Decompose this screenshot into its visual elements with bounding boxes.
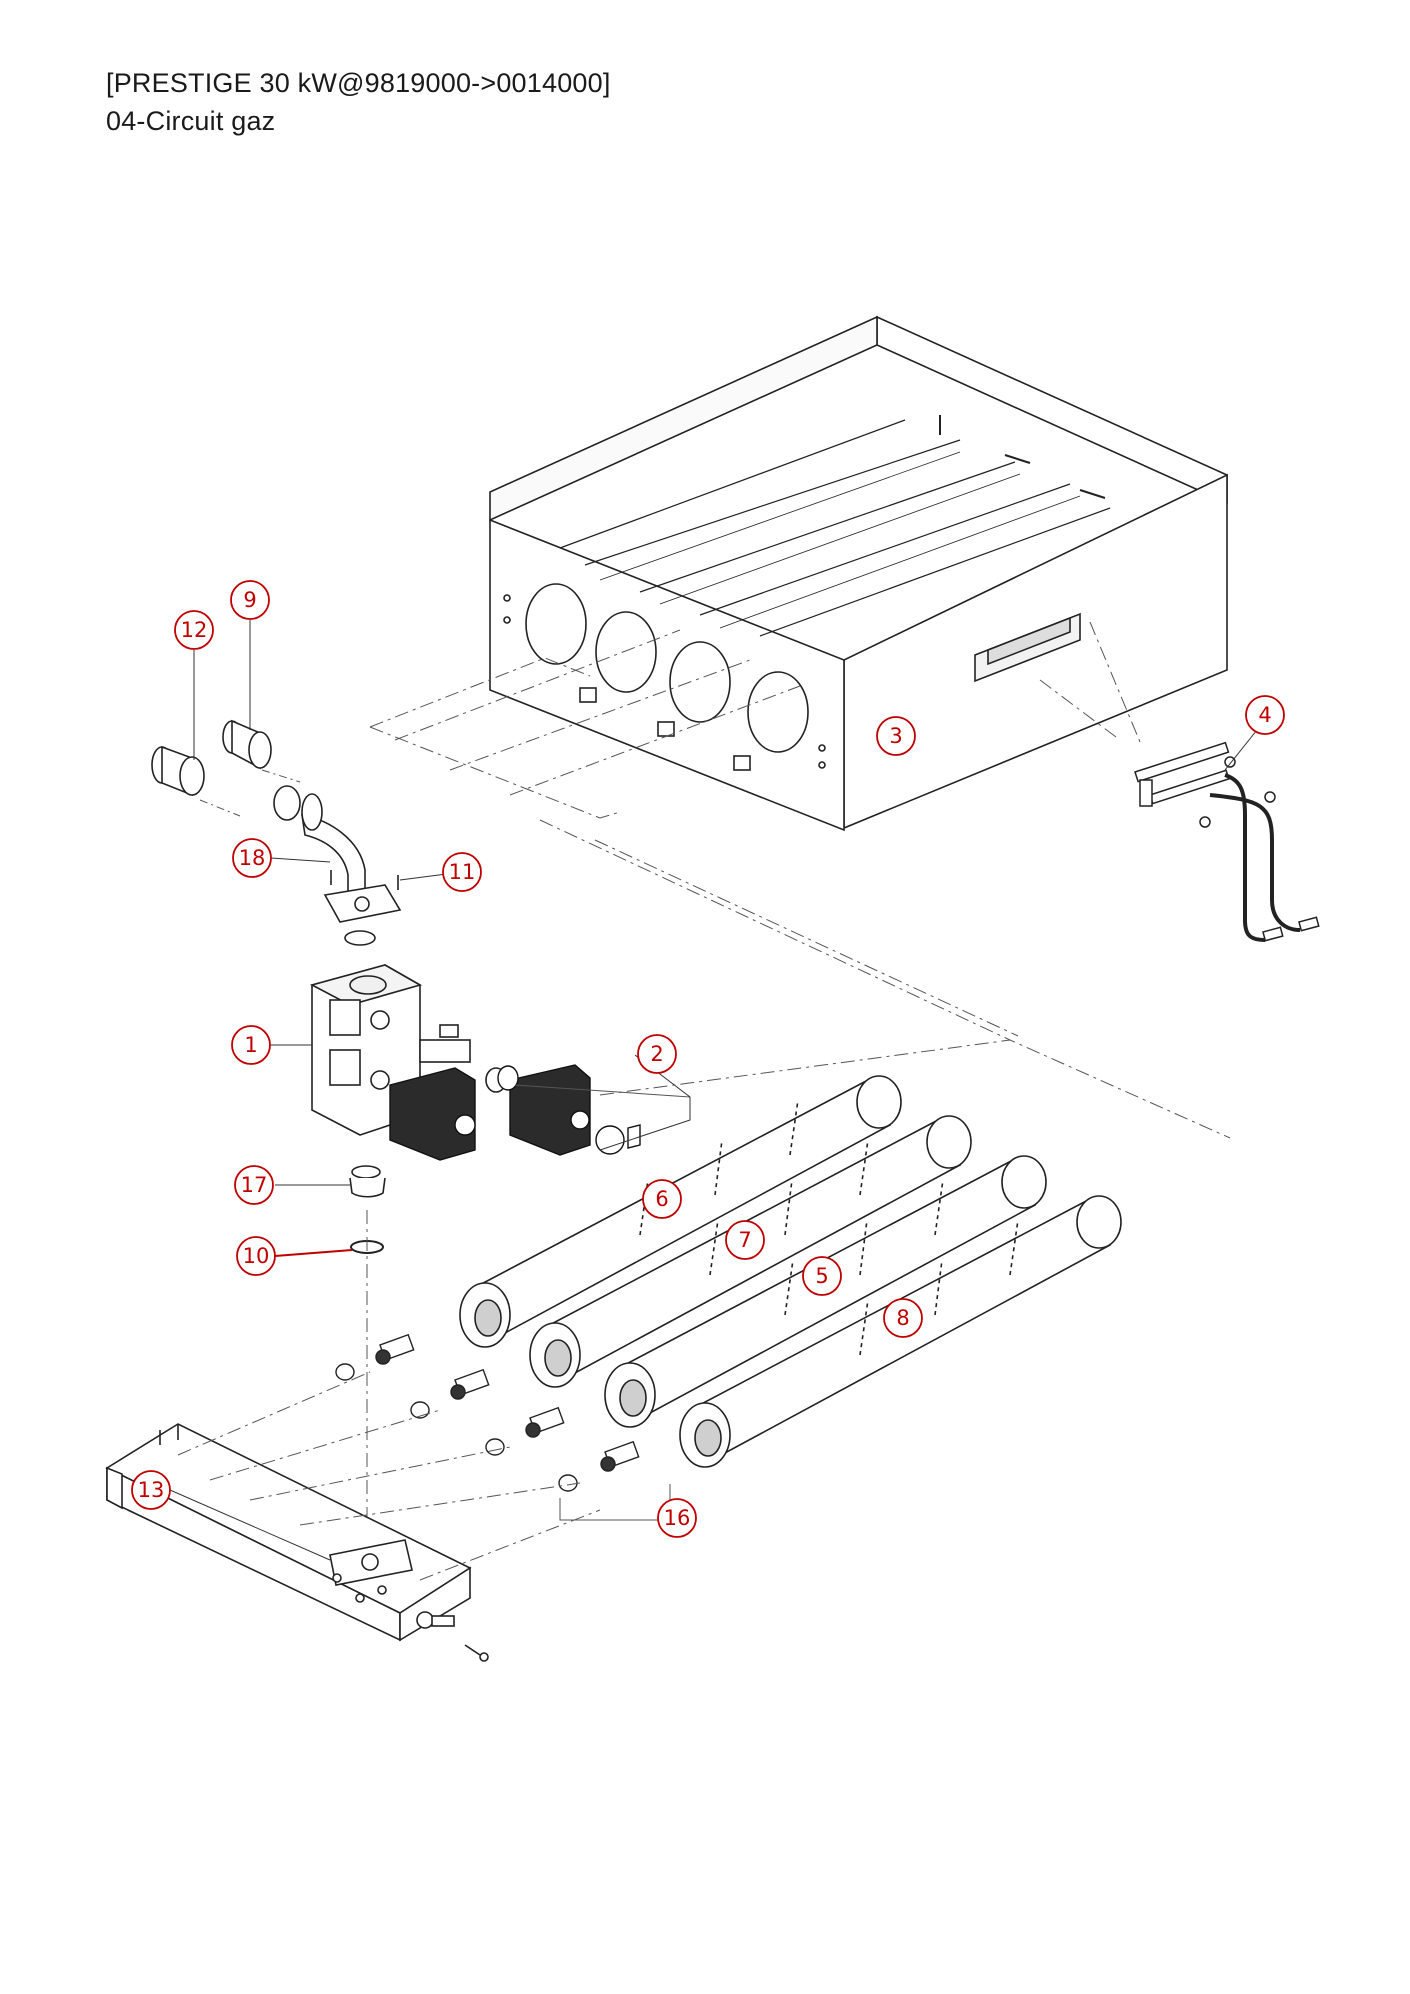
callout-11: 11 — [442, 852, 482, 892]
callout-13: 13 — [131, 1470, 171, 1510]
svg-text:16: 16 — [664, 1506, 691, 1530]
svg-text:4: 4 — [1258, 703, 1271, 727]
svg-text:8: 8 — [896, 1306, 909, 1330]
burner-box — [489, 315, 1228, 832]
svg-text:1: 1 — [244, 1033, 257, 1057]
alignment-lines-manifold — [177, 1371, 601, 1581]
alignment-lines-box — [369, 621, 1231, 1139]
callout-6: 6 — [642, 1179, 682, 1219]
callout-17: 17 — [234, 1165, 274, 1205]
svg-text:7: 7 — [738, 1228, 751, 1252]
svg-text:3: 3 — [889, 724, 902, 748]
ignition-electrode — [1134, 741, 1320, 942]
callout-10: 10 — [236, 1236, 276, 1276]
burner-tube-6 — [459, 1075, 902, 1348]
callout-5: 5 — [802, 1256, 842, 1296]
callout-7: 7 — [725, 1220, 765, 1260]
svg-text:9: 9 — [243, 588, 256, 612]
injectors — [335, 1333, 671, 1521]
svg-text:12: 12 — [181, 618, 208, 642]
page-subtitle: 04-Circuit gaz — [106, 106, 276, 136]
svg-text:2: 2 — [650, 1042, 663, 1066]
svg-text:5: 5 — [815, 1264, 828, 1288]
callout-1: 1 — [231, 1025, 271, 1065]
svg-text:10: 10 — [243, 1244, 270, 1268]
svg-text:11: 11 — [449, 860, 476, 884]
gas-inlet-fittings — [151, 719, 402, 946]
callout-9: 9 — [230, 580, 270, 620]
solenoid-coils — [389, 1064, 691, 1161]
callout-8: 8 — [883, 1298, 923, 1338]
callout-leaders — [169, 620, 1258, 1561]
page-title: [PRESTIGE 30 kW@9819000->0014000] — [106, 68, 611, 98]
callout-18: 18 — [232, 838, 272, 878]
callout-3: 3 — [876, 716, 916, 756]
svg-text:17: 17 — [241, 1173, 268, 1197]
svg-text:18: 18 — [239, 846, 266, 870]
callout-12: 12 — [174, 610, 214, 650]
callout-4: 4 — [1245, 695, 1285, 735]
valve-outlet-parts — [349, 1165, 386, 1570]
gas-manifold — [105, 1423, 489, 1662]
svg-text:6: 6 — [655, 1187, 668, 1211]
callout-16: 16 — [657, 1498, 697, 1538]
callout-2: 2 — [637, 1034, 677, 1074]
svg-text:13: 13 — [138, 1478, 165, 1502]
